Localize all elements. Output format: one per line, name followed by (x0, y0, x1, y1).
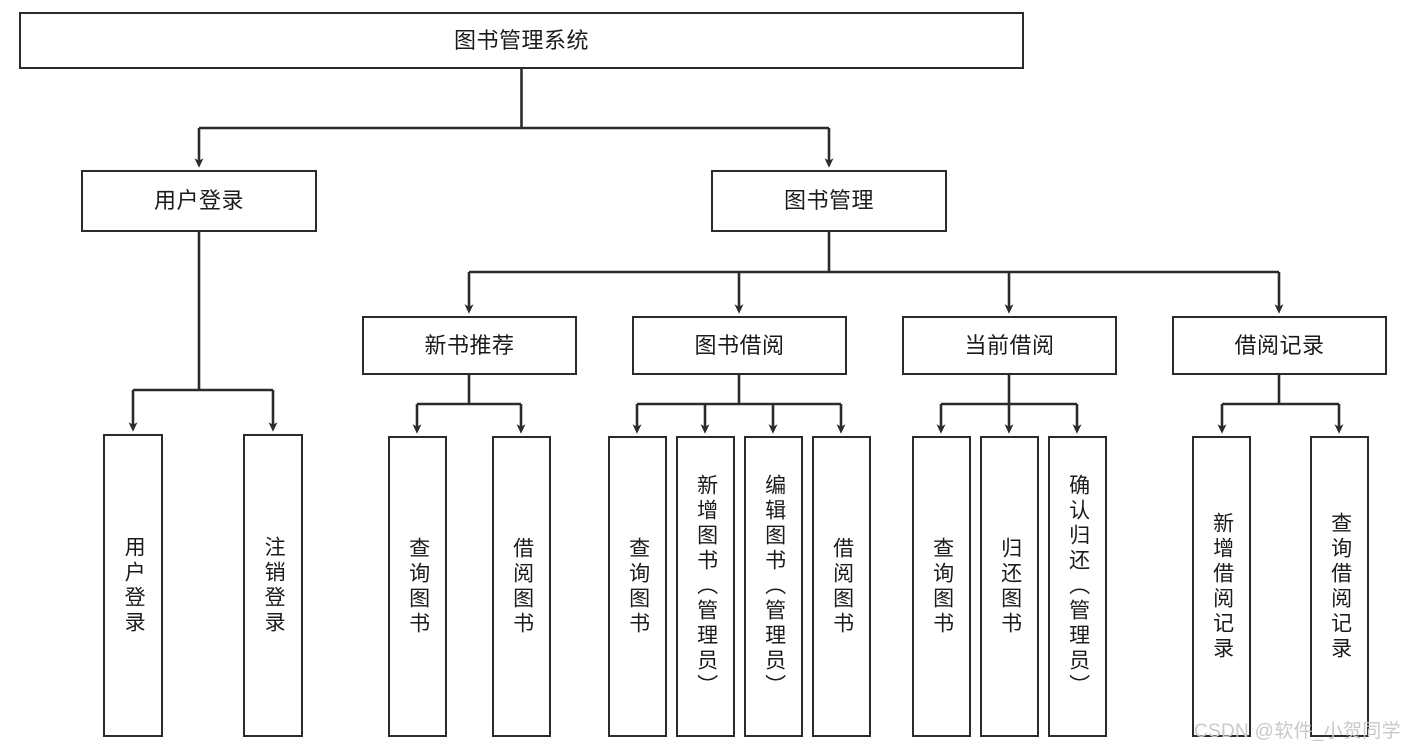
node-book-borrow[interactable]: 图书借阅 (632, 316, 847, 375)
node-borrow-record[interactable]: 借阅记录 (1172, 316, 1387, 375)
node-leaf-borrow-book-recommend[interactable]: 借阅图书 (492, 436, 551, 737)
node-root-book-management-system[interactable]: 图书管理系统 (19, 12, 1024, 69)
node-label: 注销登录 (262, 535, 286, 636)
connector-user-login-to-leaves (128, 232, 278, 432)
node-label: 当前借阅 (964, 332, 1055, 358)
node-label: 新增借阅记录 (1210, 511, 1234, 662)
node-current-borrow[interactable]: 当前借阅 (902, 316, 1117, 375)
connector-new-book-to-leaves (412, 375, 526, 434)
node-leaf-query-book-recommend[interactable]: 查询图书 (388, 436, 447, 737)
node-new-book-recommend[interactable]: 新书推荐 (362, 316, 577, 375)
node-label: 确认归还（管理员） (1066, 474, 1090, 699)
node-book-management[interactable]: 图书管理 (711, 170, 947, 232)
node-leaf-return-book[interactable]: 归还图书 (980, 436, 1039, 737)
node-label: 借阅记录 (1234, 332, 1325, 358)
node-label: 用户登录 (122, 535, 146, 636)
node-leaf-query-book-borrow[interactable]: 查询图书 (608, 436, 667, 737)
node-label: 图书管理系统 (453, 27, 589, 53)
node-leaf-add-book-admin[interactable]: 新增图书（管理员） (676, 436, 735, 737)
node-label: 编辑图书（管理员） (762, 474, 786, 699)
node-leaf-edit-book-admin[interactable]: 编辑图书（管理员） (744, 436, 803, 737)
node-label: 图书管理 (783, 188, 874, 214)
node-label: 查询图书 (626, 536, 650, 637)
node-label: 新增图书（管理员） (694, 474, 718, 699)
node-user-login[interactable]: 用户登录 (81, 170, 317, 232)
node-leaf-user-login[interactable]: 用户登录 (103, 434, 163, 737)
node-label: 用户登录 (153, 188, 244, 214)
node-leaf-borrow-book[interactable]: 借阅图书 (812, 436, 871, 737)
node-leaf-query-borrow-record[interactable]: 查询借阅记录 (1310, 436, 1369, 737)
connector-book-borrow-to-leaves (632, 375, 846, 434)
connector-borrow-record-to-leaves (1217, 375, 1344, 434)
connector-book-mgmt-to-level3 (464, 232, 1284, 314)
node-leaf-logout[interactable]: 注销登录 (243, 434, 303, 737)
node-leaf-query-book-current[interactable]: 查询图书 (912, 436, 971, 737)
node-leaf-confirm-return-admin[interactable]: 确认归还（管理员） (1048, 436, 1107, 737)
node-label: 图书借阅 (694, 332, 785, 358)
node-label: 归还图书 (998, 536, 1022, 637)
node-label: 查询借阅记录 (1328, 511, 1352, 662)
node-label: 查询图书 (930, 536, 954, 637)
connector-root-to-level2 (194, 69, 834, 168)
node-leaf-add-borrow-record[interactable]: 新增借阅记录 (1192, 436, 1251, 737)
node-label: 查询图书 (406, 536, 430, 637)
node-label: 新书推荐 (424, 332, 515, 358)
node-label: 借阅图书 (510, 536, 534, 637)
node-label: 借阅图书 (830, 536, 854, 637)
connector-current-borrow-to-leaves (936, 375, 1082, 434)
